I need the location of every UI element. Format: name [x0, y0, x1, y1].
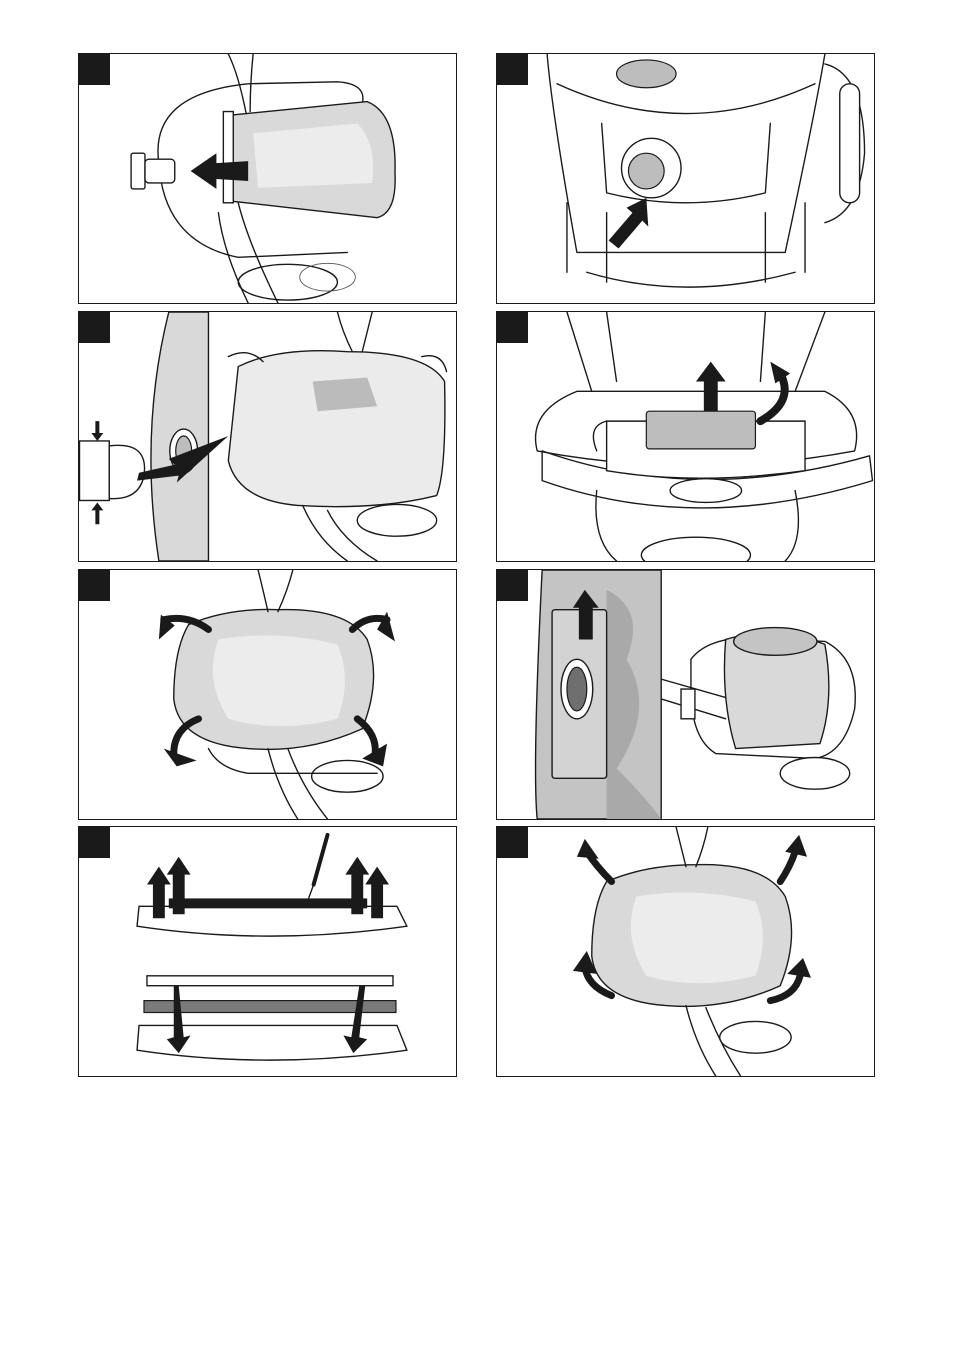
attach-filter-housing-illustration — [497, 827, 874, 1076]
press-bag-latch-illustration — [497, 54, 874, 303]
step-panel-2 — [496, 53, 875, 304]
step-panel-1 — [78, 53, 457, 304]
replace-floor-nozzle-strips-illustration — [79, 827, 456, 1076]
lift-filter-tray-illustration — [497, 312, 874, 561]
step-panel-7 — [78, 826, 457, 1077]
step-panel-5 — [78, 569, 457, 820]
step-panel-6 — [496, 569, 875, 820]
step-panel-4 — [496, 311, 875, 562]
replace-filter-illustration — [79, 570, 456, 819]
remove-cartridge-filter-illustration — [79, 312, 456, 561]
remove-paper-filter-bag-illustration — [79, 54, 456, 303]
step-panel-8 — [496, 826, 875, 1077]
insert-new-filter-bag-illustration — [497, 570, 874, 819]
step-panel-3 — [78, 311, 457, 562]
